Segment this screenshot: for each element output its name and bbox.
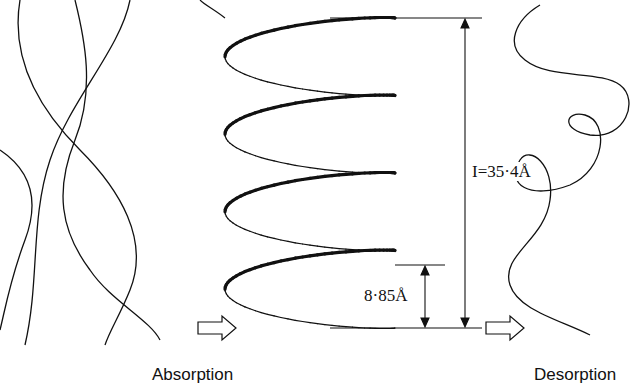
- helix-stroke: [261, 158, 267, 160]
- helix-stroke: [236, 70, 240, 72]
- helix: [200, 0, 395, 329]
- helix-stroke: [325, 91, 332, 93]
- helix-stroke: [233, 146, 236, 148]
- helix-stroke: [310, 323, 317, 324]
- helix-stroke: [295, 243, 302, 244]
- random-strands: [0, 0, 160, 345]
- helix-stroke: [240, 150, 245, 152]
- helix-stroke: [274, 238, 281, 240]
- helix-stroke: [250, 231, 256, 233]
- helix-stroke: [295, 88, 302, 89]
- helix-stroke: [261, 235, 267, 237]
- helix-stroke: [303, 244, 310, 245]
- dimension-line: [424, 267, 425, 326]
- helix-stroke: [317, 246, 324, 247]
- helix-stroke: [310, 90, 317, 91]
- helix-stroke: [240, 227, 245, 229]
- helix-stroke: [339, 248, 346, 250]
- helix-stroke: [255, 233, 261, 235]
- helix-stroke: [268, 82, 275, 84]
- helix-stroke: [274, 83, 281, 85]
- helix-stroke: [250, 154, 256, 156]
- helix-stroke: [303, 167, 310, 168]
- helix-stroke: [240, 305, 245, 307]
- helix-stroke: [250, 76, 256, 78]
- helix-stroke: [339, 171, 346, 173]
- helix-stroke: [295, 165, 302, 166]
- helix-stroke: [332, 170, 339, 172]
- helix-stroke: [236, 148, 240, 150]
- dimension-tick: [330, 327, 482, 328]
- helix-stroke: [332, 325, 339, 327]
- helix-stroke: [268, 237, 275, 239]
- helix-stroke: [325, 169, 332, 171]
- helix-stroke: [245, 307, 250, 309]
- helix-stroke: [261, 80, 267, 82]
- helix-stroke: [233, 68, 236, 70]
- helix-stroke: [310, 245, 317, 246]
- helix-stroke: [281, 240, 288, 241]
- dimension-lines: [330, 18, 482, 328]
- helix-stroke: [255, 311, 261, 313]
- helix-stroke: [332, 92, 339, 94]
- helix-stroke: [261, 313, 267, 315]
- pitch-dimension: 8·85Å: [362, 286, 409, 305]
- dimension-tick: [330, 17, 482, 18]
- helix-stroke: [233, 223, 236, 225]
- helix-stroke: [236, 303, 240, 305]
- helix-stroke: [332, 247, 339, 249]
- helix-stroke: [325, 247, 332, 249]
- helix-stroke: [288, 319, 295, 320]
- helix-stroke: [274, 316, 281, 318]
- helix-stroke: [245, 229, 250, 231]
- strand: [0, 150, 32, 330]
- period-dimension: I=35·4Å: [470, 162, 533, 181]
- helix-stroke: [317, 324, 324, 325]
- dimension-arrowheads: [421, 19, 469, 327]
- strand: [63, 0, 160, 340]
- helix-stroke: [339, 326, 346, 328]
- helix-stroke: [303, 89, 310, 90]
- strand: [25, 0, 130, 345]
- helix-stroke: [255, 78, 261, 80]
- helix-stroke: [245, 152, 250, 154]
- helix-stroke: [274, 161, 281, 163]
- helix-stroke: [339, 93, 346, 95]
- hollow-arrow: [486, 316, 524, 340]
- helix-stroke: [295, 320, 302, 321]
- helix-stroke: [200, 0, 225, 18]
- helix-stroke: [240, 72, 245, 74]
- helix-stroke: [288, 164, 295, 165]
- helix-stroke: [288, 241, 295, 242]
- helix-stroke: [236, 225, 240, 227]
- hollow-arrow: [198, 316, 236, 340]
- dimension-line: [464, 20, 465, 326]
- helix-stroke: [268, 159, 275, 161]
- helix-stroke: [281, 318, 288, 319]
- helix-stroke: [288, 86, 295, 87]
- dimension-tick: [395, 264, 445, 265]
- process-label: Desorption: [532, 365, 618, 384]
- helix-stroke: [245, 74, 250, 76]
- process-label: Absorption: [150, 365, 235, 384]
- process-arrows: [198, 316, 524, 340]
- helix-stroke: [255, 156, 261, 158]
- helix-stroke: [310, 168, 317, 169]
- helix-stroke: [317, 91, 324, 92]
- helix-stroke: [303, 322, 310, 323]
- helix-stroke: [317, 169, 324, 170]
- helix-stroke: [325, 324, 332, 326]
- strand: [18, 0, 136, 345]
- helix-stroke: [281, 163, 288, 164]
- helix-stroke: [250, 309, 256, 311]
- helix-stroke: [233, 301, 236, 303]
- helix-stroke: [281, 85, 288, 86]
- helix-stroke: [268, 314, 275, 316]
